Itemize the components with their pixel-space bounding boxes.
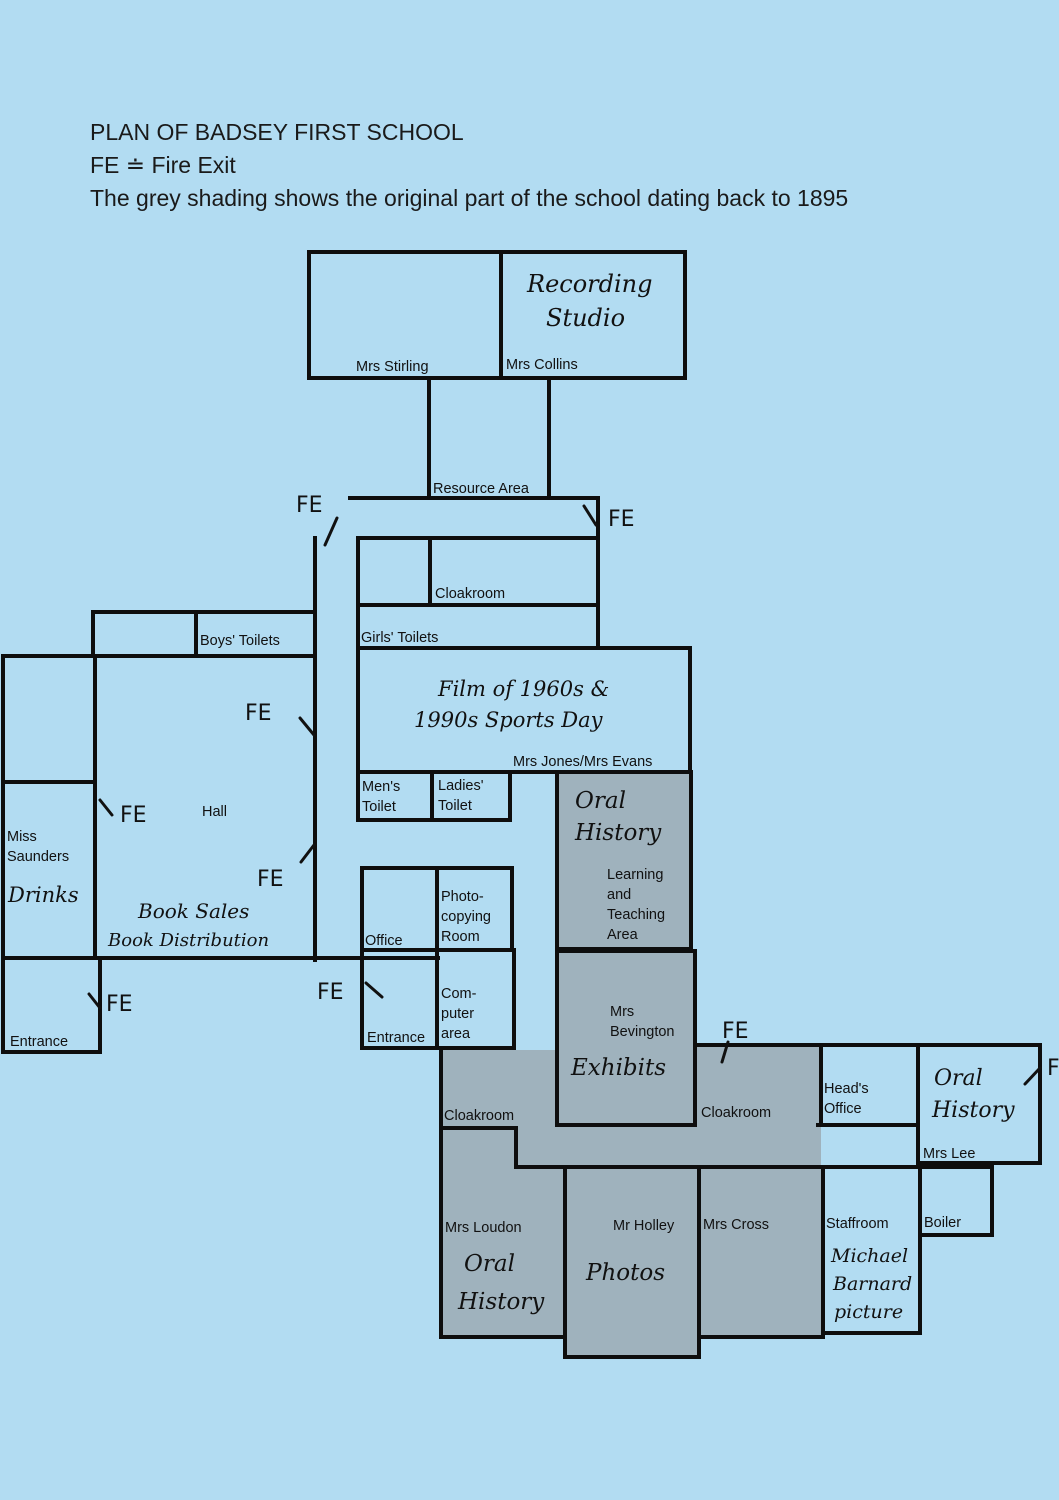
room-label-boiler: Boiler xyxy=(924,1215,961,1231)
room-label-heads-office: Head's xyxy=(824,1081,869,1097)
fire-exit-label: FE xyxy=(317,980,344,1005)
book-distribution-note: Book Distribution xyxy=(107,930,269,951)
room-label-heads-office: Office xyxy=(824,1101,862,1117)
room-label-ladies-toilet: Toilet xyxy=(438,798,472,814)
fire-exit-label: FE xyxy=(296,493,323,518)
room-label-hall: Hall xyxy=(202,804,227,820)
room-label-mrs-collins: Mrs Collins xyxy=(506,357,578,373)
fire-exit-tick xyxy=(364,981,384,999)
fire-exit-tick xyxy=(98,798,114,817)
fire-exit-label: FE xyxy=(106,992,133,1017)
room-label-ladies-toilet: Ladies' xyxy=(438,778,484,794)
photos-note: Photos xyxy=(585,1260,665,1286)
film-note: Film of 1960s & xyxy=(437,677,609,701)
room-label-photocopying: Room xyxy=(441,929,480,945)
room-label-boys-toilets: Boys' Toilets xyxy=(200,633,280,649)
fire-exit-tick xyxy=(582,504,598,527)
room-label-staffroom: Staffroom xyxy=(826,1216,889,1232)
shading-note: The grey shading shows the original part… xyxy=(90,185,849,211)
oral-history-note: History xyxy=(457,1289,545,1315)
room-label-photocopying: copying xyxy=(441,909,491,925)
room-label-resource-area: Resource Area xyxy=(433,481,530,497)
fire-exit-tick xyxy=(323,516,339,547)
fire-exit-tick xyxy=(1023,1066,1042,1086)
room-label-mrs-bevington: Mrs xyxy=(610,1004,634,1020)
room-label-computer-area: Com- xyxy=(441,986,477,1002)
room-label-girls-toilets: Girls' Toilets xyxy=(361,630,438,646)
michael-barnard-note: Barnard xyxy=(832,1273,912,1295)
recording-studio-note: Recording xyxy=(526,270,653,298)
recording-studio-note: Studio xyxy=(546,304,625,332)
oral-history-note: Oral xyxy=(934,1066,983,1091)
room-label-learning-area: Teaching xyxy=(607,907,665,923)
original-building-shading xyxy=(441,773,823,1357)
room-labels: Mrs Stirling Mrs Collins Resource Area C… xyxy=(7,357,975,1236)
room-label-entrance-mid: Entrance xyxy=(367,1030,425,1046)
oral-history-note: Oral xyxy=(464,1251,515,1277)
fire-exit-label: FE xyxy=(608,507,635,532)
plan-title: PLAN OF BADSEY FIRST SCHOOL xyxy=(90,119,464,145)
fire-exit-markers xyxy=(87,504,1042,1086)
fire-exit-tick xyxy=(298,716,316,737)
oral-history-note: History xyxy=(574,820,662,846)
exhibits-note: Exhibits xyxy=(570,1055,666,1081)
room-label-miss-saunders: Saunders xyxy=(7,849,69,865)
fire-exit-label: FE xyxy=(120,803,147,828)
fire-exit-tick xyxy=(87,992,102,1010)
fire-exit-labels: FE FE FE FE FE FE FE FE FE xyxy=(106,493,1059,1081)
room-label-entrance-left: Entrance xyxy=(10,1034,68,1050)
room-label-cloakroom: Cloakroom xyxy=(435,586,505,602)
room-label-mrs-lee: Mrs Lee xyxy=(923,1146,975,1162)
room-label-learning-area: and xyxy=(607,887,631,903)
room-label-learning-area: Area xyxy=(607,927,639,943)
room-label-office: Office xyxy=(365,933,403,949)
room-label-cloakroom-mid: Cloakroom xyxy=(444,1108,514,1124)
fire-exit-label: FE xyxy=(257,867,284,892)
michael-barnard-note: Michael xyxy=(830,1245,908,1267)
oral-history-note: History xyxy=(931,1098,1015,1123)
room-label-mens-toilet: Men's xyxy=(362,779,400,795)
book-sales-note: Book Sales xyxy=(137,899,249,923)
walls xyxy=(1,250,1042,1359)
room-label-computer-area: area xyxy=(441,1026,471,1042)
fire-exit-label: FE xyxy=(722,1019,749,1044)
room-label-miss-saunders: Miss xyxy=(7,829,37,845)
room-label-cloakroom-right: Cloakroom xyxy=(701,1105,771,1121)
fire-exit-tick xyxy=(720,1040,730,1064)
room-label-mrs-jones-evans: Mrs Jones/Mrs Evans xyxy=(513,754,652,770)
oral-history-note: Oral xyxy=(575,788,626,814)
drinks-note: Drinks xyxy=(7,883,79,907)
room-label-mens-toilet: Toilet xyxy=(362,799,396,815)
room-label-photocopying: Photo- xyxy=(441,889,484,905)
plan-header: PLAN OF BADSEY FIRST SCHOOL FE ≐ Fire Ex… xyxy=(90,116,848,215)
fire-exit-key: FE ≐ Fire Exit xyxy=(90,152,236,178)
room-label-learning-area: Learning xyxy=(607,867,663,883)
fire-exit-tick xyxy=(299,843,316,864)
room-label-mr-holley: Mr Holley xyxy=(613,1218,675,1234)
room-label-mrs-bevington: Bevington xyxy=(610,1024,675,1040)
room-label-mrs-stirling: Mrs Stirling xyxy=(356,359,429,375)
room-label-mrs-cross: Mrs Cross xyxy=(703,1217,769,1233)
handwritten-annotations: Recording Studio Film of 1960s & 1990s S… xyxy=(7,270,1015,1323)
film-note: 1990s Sports Day xyxy=(414,708,604,732)
michael-barnard-note: picture xyxy=(834,1301,903,1323)
fire-exit-label: FE xyxy=(1047,1056,1059,1081)
room-label-computer-area: puter xyxy=(441,1006,474,1022)
room-label-mrs-loudon: Mrs Loudon xyxy=(445,1220,522,1236)
fire-exit-label: FE xyxy=(245,701,272,726)
